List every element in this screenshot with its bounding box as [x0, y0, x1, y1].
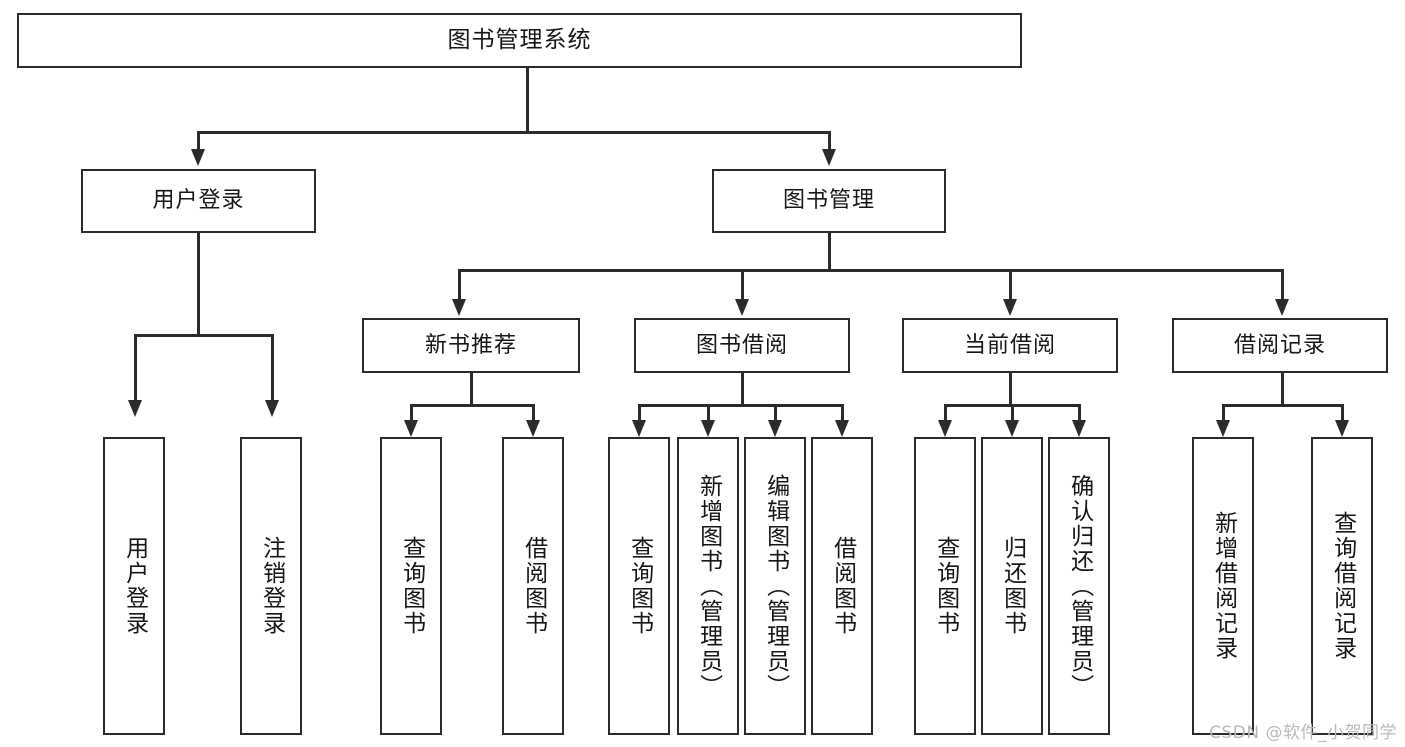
- node-leaf-borrow-book-2[interactable]: 借阅图书: [811, 437, 873, 735]
- node-current-borrow[interactable]: 当前借阅: [902, 318, 1118, 373]
- node-leaf-user-login[interactable]: 用户登录: [103, 437, 165, 735]
- arrow-to-leaf-borrow-book-2: [835, 420, 849, 437]
- arrow-to-leaf-query-book-1: [404, 420, 418, 437]
- connector-bb-drop-4: [841, 404, 844, 422]
- node-label: 用户登录: [121, 536, 148, 636]
- node-root-system[interactable]: 图书管理系统: [17, 13, 1022, 68]
- connector-user-login-drop-2: [271, 334, 274, 402]
- arrow-to-leaf-query-book-2: [632, 420, 646, 437]
- connector-book-manage-drop-2: [741, 269, 744, 301]
- node-user-login[interactable]: 用户登录: [81, 169, 316, 233]
- arrow-to-leaf-logout-login: [265, 400, 279, 417]
- arrow-root-to-book-manage: [822, 149, 836, 166]
- arrow-to-new-book-recommend: [452, 299, 466, 316]
- node-leaf-borrow-book-1[interactable]: 借阅图书: [502, 437, 564, 735]
- node-label: 图书借阅: [695, 332, 788, 358]
- node-book-borrow[interactable]: 图书借阅: [634, 318, 850, 373]
- connector-current-borrow-stem: [1009, 373, 1012, 406]
- connector-root-stem: [526, 68, 529, 132]
- node-leaf-add-record[interactable]: 新增借阅记录: [1192, 437, 1254, 735]
- arrow-to-leaf-edit-book: [768, 420, 782, 437]
- connector-cb-drop-1: [944, 404, 947, 422]
- connector-book-manage-drop-3: [1009, 269, 1012, 301]
- node-label: 新增借阅记录: [1210, 511, 1237, 661]
- connector-book-manage-stem: [828, 233, 831, 271]
- node-label: 注销登录: [258, 536, 285, 636]
- arrow-to-leaf-query-book-3: [938, 420, 952, 437]
- arrow-to-leaf-add-book: [701, 420, 715, 437]
- connector-bb-drop-1: [638, 404, 641, 422]
- node-label: 查询图书: [626, 536, 653, 636]
- csdn-watermark: CSDN @软件_小贺同学: [1209, 723, 1397, 743]
- connector-book-borrow-stem: [741, 373, 744, 406]
- node-label: 归还图书: [999, 536, 1026, 636]
- connector-new-book-recommend-stem: [470, 373, 473, 406]
- arrow-root-to-user-login: [191, 149, 205, 166]
- arrow-to-leaf-add-record: [1216, 420, 1230, 437]
- connector-br-drop-1: [1222, 404, 1225, 422]
- node-leaf-return-book[interactable]: 归还图书: [981, 437, 1043, 735]
- arrow-to-borrow-record: [1275, 299, 1289, 316]
- node-label: 借阅图书: [520, 536, 547, 636]
- node-label: 用户登录: [152, 188, 245, 214]
- arrow-to-current-borrow: [1003, 299, 1017, 316]
- connector-user-login-stem: [197, 233, 200, 336]
- connector-nbr-drop-1: [410, 404, 413, 422]
- arrow-to-leaf-return-book: [1005, 420, 1019, 437]
- node-label: 查询图书: [398, 536, 425, 636]
- node-label: 图书管理系统: [447, 26, 592, 53]
- node-leaf-add-book[interactable]: 新增图书（管理员）: [677, 437, 739, 735]
- node-label: 查询图书: [932, 536, 959, 636]
- node-leaf-query-record[interactable]: 查询借阅记录: [1311, 437, 1373, 735]
- node-leaf-edit-book[interactable]: 编辑图书（管理员）: [744, 437, 806, 735]
- connector-book-manage-drop-1: [458, 269, 461, 301]
- arrow-to-leaf-confirm-return: [1072, 420, 1086, 437]
- connector-root-bus: [197, 131, 831, 134]
- connector-book-manage-drop-4: [1281, 269, 1284, 301]
- connector-cb-drop-2: [1011, 404, 1014, 422]
- node-new-book-recommend[interactable]: 新书推荐: [362, 318, 580, 373]
- node-leaf-query-book-1[interactable]: 查询图书: [380, 437, 442, 735]
- connector-bb-drop-2: [707, 404, 710, 422]
- connector-user-login-drop-1: [134, 334, 137, 402]
- node-label: 新书推荐: [424, 332, 517, 358]
- connector-nbr-drop-2: [532, 404, 535, 422]
- arrow-to-book-borrow: [735, 299, 749, 316]
- node-label: 确认归还（管理员）: [1066, 473, 1093, 699]
- arrow-to-leaf-query-record: [1335, 420, 1349, 437]
- connector-root-to-user-login: [197, 131, 200, 151]
- connector-new-book-recommend-bus: [410, 404, 534, 407]
- connector-cb-drop-3: [1078, 404, 1081, 422]
- node-label: 借阅记录: [1233, 332, 1326, 358]
- connector-book-manage-bus: [458, 269, 1284, 272]
- node-book-manage[interactable]: 图书管理: [712, 169, 946, 233]
- node-leaf-query-book-3[interactable]: 查询图书: [914, 437, 976, 735]
- node-label: 新增图书（管理员）: [695, 473, 722, 699]
- arrow-to-leaf-user-login: [128, 400, 142, 417]
- connector-borrow-record-stem: [1281, 373, 1284, 406]
- node-leaf-confirm-return[interactable]: 确认归还（管理员）: [1048, 437, 1110, 735]
- node-label: 查询借阅记录: [1329, 511, 1356, 661]
- connector-bb-drop-3: [774, 404, 777, 422]
- connector-borrow-record-bus: [1222, 404, 1343, 407]
- node-label: 图书管理: [782, 188, 875, 214]
- arrow-to-leaf-borrow-book-1: [526, 420, 540, 437]
- node-leaf-query-book-2[interactable]: 查询图书: [608, 437, 670, 735]
- node-leaf-logout-login[interactable]: 注销登录: [240, 437, 302, 735]
- connector-br-drop-2: [1341, 404, 1344, 422]
- connector-user-login-bus: [134, 334, 273, 337]
- connector-book-borrow-bus: [638, 404, 843, 407]
- connector-root-to-book-manage: [828, 131, 831, 151]
- node-borrow-record[interactable]: 借阅记录: [1172, 318, 1388, 373]
- node-label: 当前借阅: [963, 332, 1056, 358]
- node-label: 编辑图书（管理员）: [762, 473, 789, 699]
- node-label: 借阅图书: [829, 536, 856, 636]
